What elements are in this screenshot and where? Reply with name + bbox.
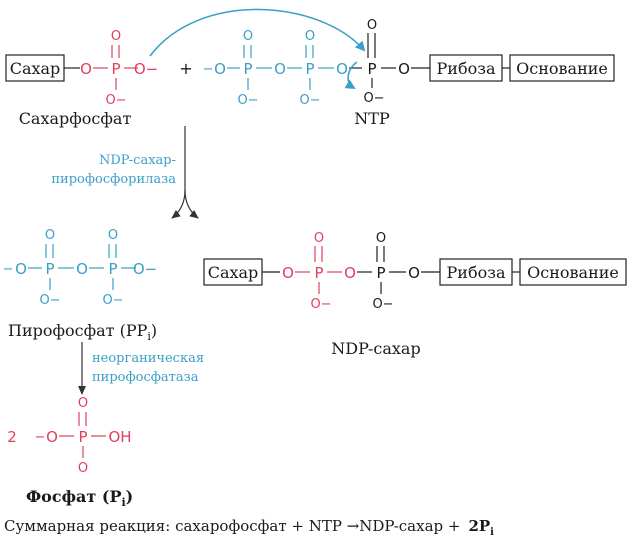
ntp-name: NTP [354, 109, 390, 128]
svg-text:P: P [376, 264, 385, 282]
branch-reaction-arrow [171, 126, 199, 219]
oxygen-atom: O [367, 18, 377, 33]
oxygen-atom: O [111, 29, 121, 44]
phosphate-name: Фосфат (Pi) [26, 487, 133, 509]
svg-text:O: O [344, 264, 356, 282]
svg-text:O: O [314, 231, 324, 246]
svg-text:O: O [78, 461, 88, 476]
svg-text:O: O [15, 260, 27, 278]
ndp-sugar-name: NDP-сахар [331, 339, 420, 358]
svg-text:P: P [45, 260, 54, 278]
svg-text:O−: O− [310, 297, 331, 312]
svg-text:−: − [3, 262, 14, 277]
svg-text:O−: O− [39, 293, 60, 308]
enzyme-1-name-line-1: NDP-сахар- [99, 153, 176, 168]
svg-text:−: − [35, 430, 46, 445]
phosphorus-atom: P [111, 60, 120, 78]
svg-text:OH: OH [108, 428, 131, 446]
svg-text:O: O [376, 231, 386, 246]
oxygen-atom: O [80, 60, 92, 78]
svg-text:Сахар: Сахар [208, 263, 259, 282]
svg-text:P: P [78, 428, 87, 446]
nucleophilic-attack-arrow [149, 8, 366, 57]
phosphorus-atom: P [367, 60, 376, 78]
svg-text:O: O [78, 396, 88, 411]
enzyme-1-name-line-2: пирофосфорилаза [51, 172, 176, 187]
ndp-sugar-molecule: Сахар O P O O− O P O O− O Рибоза Основан… [203, 231, 627, 312]
oxygen-anion: O− [237, 93, 258, 108]
oxygen-anion: O− [363, 91, 384, 106]
svg-text:O: O [45, 228, 55, 243]
plus-sign: + [179, 59, 192, 78]
svg-text:Основание: Основание [527, 263, 619, 282]
oxygen-anion: O− [299, 93, 320, 108]
sugar-phosphate-molecule: Сахар O P O O− O− [5, 29, 158, 108]
svg-text:P: P [108, 260, 117, 278]
svg-text:O−: O− [102, 293, 123, 308]
base-box [519, 258, 627, 286]
oxygen-atom: O [274, 60, 286, 78]
ntp-molecule: − O P O O− O P O O− O P O O− O Рибоза Ос… [203, 18, 615, 108]
phosphorus-atom: P [243, 60, 252, 78]
svg-text:O: O [76, 260, 88, 278]
svg-text:O: O [282, 264, 294, 282]
pyrophosphate-molecule: − O P O O− O P O O− O− [3, 228, 158, 308]
svg-text:O: O [408, 264, 420, 282]
svg-text:O−: O− [372, 297, 393, 312]
summary-reaction: Суммарная реакция: сахарофосфат + NTP →N… [4, 517, 494, 538]
base-label: Основание [516, 59, 608, 78]
enzyme-2-name-line-1: неорганическая [92, 351, 204, 366]
oxygen-atom: O [305, 29, 315, 44]
svg-text:O: O [108, 228, 118, 243]
pyrophosphate-name: Пирофосфат (PPi) [8, 321, 157, 343]
bond-cleavage-arrow [344, 61, 358, 90]
svg-text:Рибоза: Рибоза [447, 263, 506, 282]
sugar-label: Сахар [10, 59, 61, 78]
oxygen-atom: O [336, 60, 348, 78]
oxygen-atom: O [214, 60, 226, 78]
ribose-label: Рибоза [437, 59, 496, 78]
oxygen-anion: O− [105, 93, 126, 108]
oxygen-atom: O [398, 60, 410, 78]
base-box [509, 54, 615, 82]
oxygen-atom: O [243, 29, 253, 44]
svg-text:P: P [314, 264, 323, 282]
svg-text:O−: O− [133, 260, 157, 278]
sugar-phosphate-name: Сахарфосфат [19, 109, 132, 128]
phosphorus-atom: P [305, 60, 314, 78]
enzyme-2-name-line-2: пирофосфатаза [92, 370, 199, 385]
phosphate-molecule: 2 − O P O O OH [7, 396, 131, 476]
stoichiometric-coefficient: 2 [7, 428, 17, 446]
oxygen-anion: O− [134, 60, 158, 78]
minus-charge: − [203, 62, 214, 77]
svg-text:O: O [46, 428, 58, 446]
